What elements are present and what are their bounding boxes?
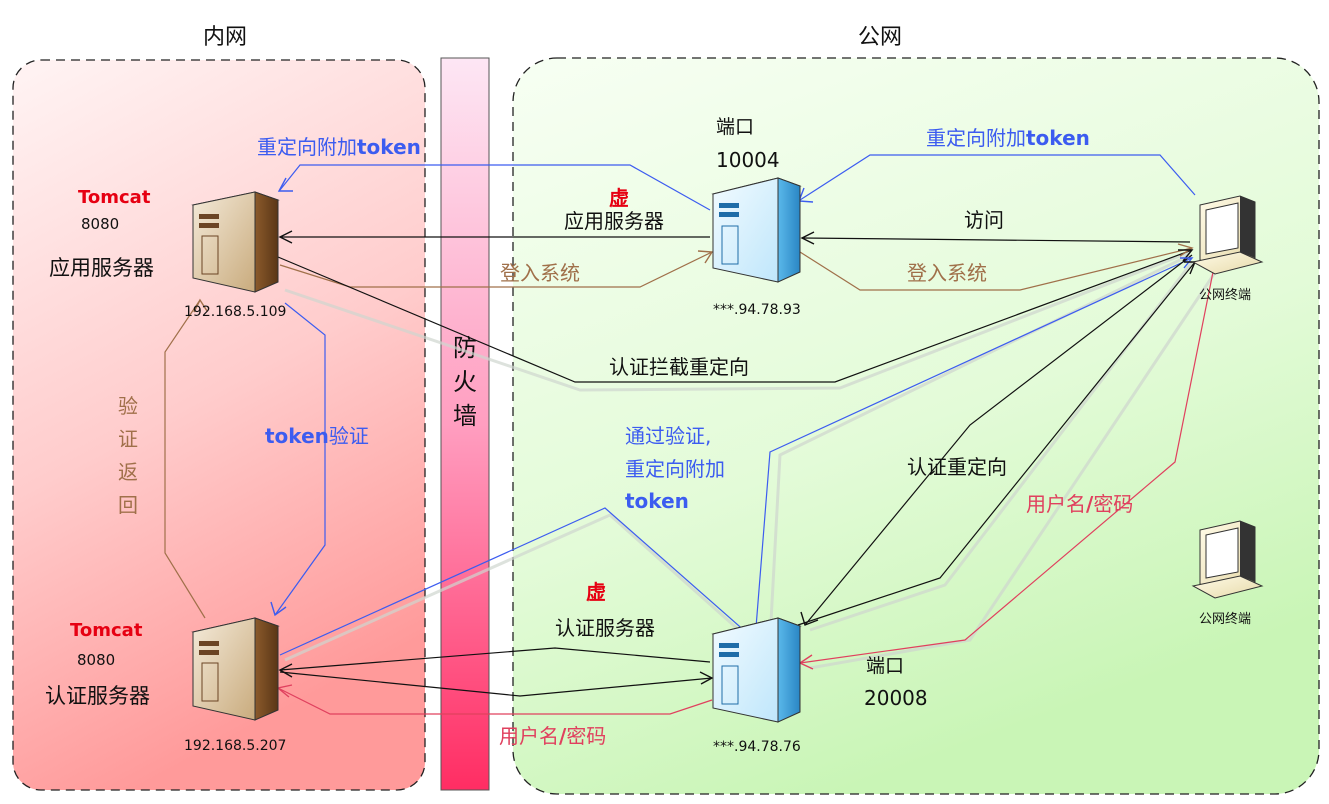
virtual-auth-marker: 虚 <box>586 580 606 604</box>
internal-zone-title: 内网 <box>203 25 247 50</box>
public-terminal-1-icon <box>1191 195 1264 275</box>
edge-auth-forward-a <box>279 647 711 671</box>
auth-server-icon <box>191 617 280 721</box>
edge-access <box>801 237 1191 243</box>
label-user-pwd-bottom-a: 用户名 <box>499 724 559 748</box>
edge-verify-return <box>164 299 206 619</box>
app-server-tag: Tomcat <box>78 187 151 208</box>
label-redirect-token-right: 重定向附加token <box>926 126 1090 150</box>
virtual-auth-ip: ***.94.78.76 <box>713 739 801 755</box>
firewall-char-3: 墙 <box>453 402 477 430</box>
edge-user-pwd-bottom <box>277 687 713 715</box>
firewall-char-2: 火 <box>453 368 477 396</box>
edge-passed-redirect-down <box>279 507 756 656</box>
app-server-icon <box>191 191 280 293</box>
auth-server-ip: 192.168.5.207 <box>184 738 286 754</box>
auth-server-name: 认证服务器 <box>45 684 150 708</box>
virtual-auth-port: 20008 <box>864 686 928 710</box>
virtual-app-server-icon <box>711 177 802 283</box>
virtual-auth-port-label: 端口 <box>866 655 904 677</box>
label-user-pwd-bottom-b: 密码 <box>566 724 606 748</box>
label-redirect-token-left: 重定向附加token <box>257 135 421 159</box>
arrowhead <box>699 671 714 685</box>
public-zone-title: 公网 <box>858 25 902 50</box>
virtual-app-marker: 虚 <box>609 186 629 210</box>
edge-auth-redirect-a <box>804 254 1193 626</box>
edge-redirect-token-left <box>279 164 711 211</box>
arrowhead <box>1180 257 1194 269</box>
label-passed-line-2: 重定向附加 <box>625 457 725 481</box>
label-login-left: 登入系统 <box>500 261 580 285</box>
virtual-app-name: 应用服务器 <box>564 209 664 233</box>
edge-auth-intercept <box>277 249 1193 383</box>
public-terminal-2-label: 公网终端 <box>1199 611 1251 627</box>
arrowhead <box>800 231 815 245</box>
arrowhead <box>270 601 287 617</box>
label-verify-return-2: 证 <box>118 427 138 451</box>
label-token-verify-suffix: 验证 <box>329 424 369 448</box>
label-token-verify-prefix: token <box>265 424 329 448</box>
edge-token-verify <box>274 302 326 616</box>
label-login-right: 登入系统 <box>907 261 987 285</box>
label-user-pwd-right-a: 用户名 <box>1026 492 1086 516</box>
label-redirect-token-right-suffix: token <box>1026 126 1090 150</box>
edge-user-pwd-right <box>799 261 1216 664</box>
label-verify-return-1: 验 <box>118 394 138 418</box>
auth-server-port: 8080 <box>77 651 115 669</box>
arrowhead <box>277 177 293 192</box>
label-verify-return-3: 返 <box>118 460 138 484</box>
arrowhead <box>697 250 714 264</box>
label-user-pwd-bottom: 用户名/密码 <box>499 724 606 748</box>
app-server-ip: 192.168.5.109 <box>184 304 286 320</box>
arrowhead <box>800 611 819 626</box>
label-redirect-token-left-suffix: token <box>357 135 421 159</box>
label-user-pwd-bottom-slash: / <box>559 724 567 748</box>
label-passed-line-3: token <box>625 489 689 513</box>
virtual-app-port: 10004 <box>716 148 780 172</box>
label-user-pwd-right-slash: / <box>1086 492 1094 516</box>
edge-auth-forward-b <box>279 671 713 697</box>
arrowhead <box>278 230 293 244</box>
app-server-name: 应用服务器 <box>49 256 154 280</box>
label-verify-return-4: 回 <box>118 493 138 517</box>
arrowhead <box>1177 243 1194 257</box>
label-access: 访问 <box>964 208 1004 232</box>
edge-auth-redirect-b <box>797 261 1196 626</box>
virtual-app-port-label: 端口 <box>716 116 754 138</box>
auth-server-tag: Tomcat <box>70 620 143 641</box>
label-auth-redirect: 认证重定向 <box>907 455 1007 479</box>
virtual-auth-server-icon <box>711 617 802 723</box>
edge-login-right <box>799 247 1193 291</box>
arrowhead <box>278 663 293 678</box>
edge-redirect-token-right <box>799 154 1196 201</box>
label-passed-line-1: 通过验证, <box>625 424 711 448</box>
label-user-pwd-right-b: 密码 <box>1093 492 1133 516</box>
app-server-port: 8080 <box>81 215 119 233</box>
label-redirect-token-right-prefix: 重定向附加 <box>926 126 1026 150</box>
virtual-app-ip: ***.94.78.93 <box>713 302 801 318</box>
edge-login-left <box>279 251 713 288</box>
label-redirect-token-left-prefix: 重定向附加 <box>257 135 357 159</box>
label-auth-intercept: 认证拦截重定向 <box>609 355 749 379</box>
label-user-pwd-right: 用户名/密码 <box>1026 492 1133 516</box>
edge-passed-redirect-up <box>754 257 1193 641</box>
public-terminal-2-icon <box>1191 520 1264 599</box>
internal-zone <box>12 59 426 791</box>
arrowhead <box>193 298 208 313</box>
public-terminal-1-label: 公网终端 <box>1199 287 1251 303</box>
firewall-bar <box>440 57 490 791</box>
label-token-verify: token验证 <box>265 424 369 448</box>
virtual-auth-name: 认证服务器 <box>555 616 655 640</box>
